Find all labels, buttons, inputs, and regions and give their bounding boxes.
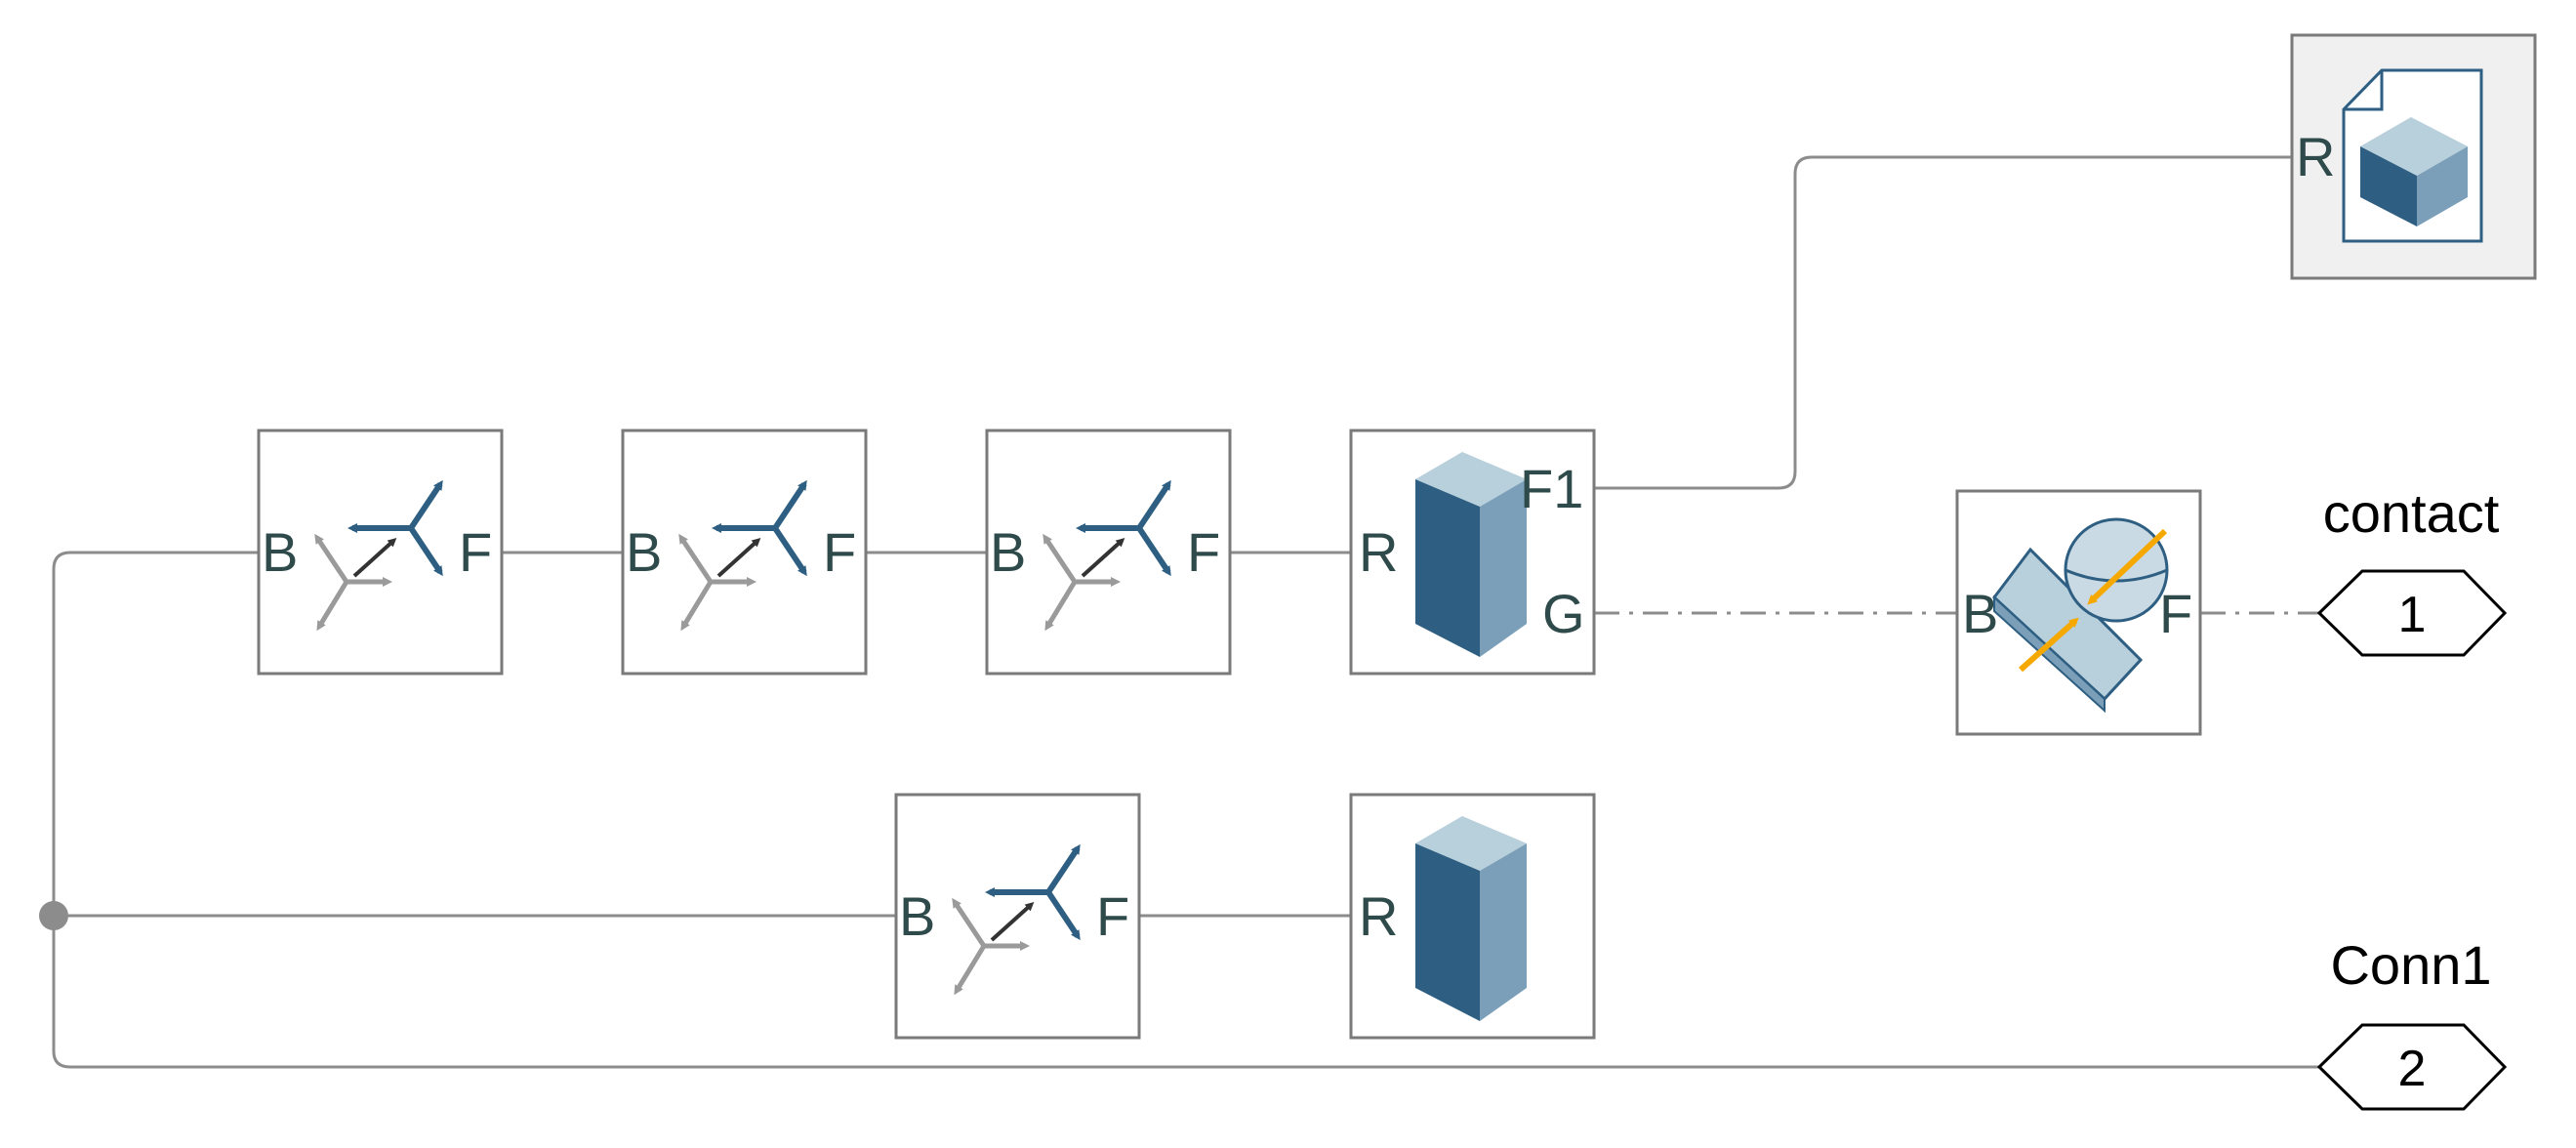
outport-label-conn1: Conn1	[2330, 934, 2491, 996]
rigid-transform-block-2[interactable]: B F	[621, 429, 868, 676]
rigid-transform-block-3[interactable]: B F	[985, 429, 1232, 676]
brick-solid-block-1[interactable]: R F1 G	[1349, 429, 1596, 676]
rigid-transform-block-1[interactable]: B F	[257, 429, 504, 676]
connection-port-shape	[2316, 1023, 2508, 1111]
cube-icon	[2360, 117, 2468, 176]
brick-solid-block-2[interactable]: R	[1349, 793, 1596, 1040]
connection-port-shape	[2316, 569, 2508, 657]
port-label-base: B	[1962, 583, 1998, 644]
port-label-follower: F	[823, 521, 856, 583]
port-label-reference: R	[1359, 521, 1398, 583]
port-label-base: B	[626, 521, 662, 583]
wire-f1-file-solid[interactable]	[1594, 155, 2292, 490]
port-label-base: B	[990, 521, 1026, 583]
contact-force-block[interactable]: B F	[1955, 489, 2202, 736]
outport-label-contact: contact	[2323, 482, 2500, 544]
outport-number-conn1: 2	[2398, 1041, 2427, 1097]
port-label-follower: F	[2159, 583, 2192, 644]
port-label-reference: R	[1359, 885, 1398, 947]
port-label-reference: R	[2296, 126, 2335, 187]
junction-dot	[39, 901, 68, 930]
outport-contact[interactable]: contact 1	[2316, 482, 2508, 657]
outport-number-contact: 1	[2398, 587, 2427, 643]
port-label-follower: F	[1096, 885, 1129, 947]
port-label-follower: F	[459, 521, 492, 583]
port-label-base: B	[262, 521, 298, 583]
solid-icon	[1415, 816, 1527, 1021]
port-label-geometry: G	[1542, 583, 1585, 644]
rigid-transform-block-4[interactable]: B F	[894, 793, 1141, 1040]
wire-conn1-trunk[interactable]	[52, 551, 2333, 1069]
contact-force-icon	[1991, 517, 2169, 714]
solid-icon	[1415, 452, 1527, 657]
outport-conn1[interactable]: Conn1 2	[2316, 934, 2508, 1111]
port-label-follower: F	[1187, 521, 1220, 583]
port-label-base: B	[899, 885, 935, 947]
file-solid-block[interactable]: R	[2290, 33, 2537, 280]
connection-lines	[39, 155, 2333, 1069]
port-label-frame1: F1	[1520, 458, 1583, 519]
